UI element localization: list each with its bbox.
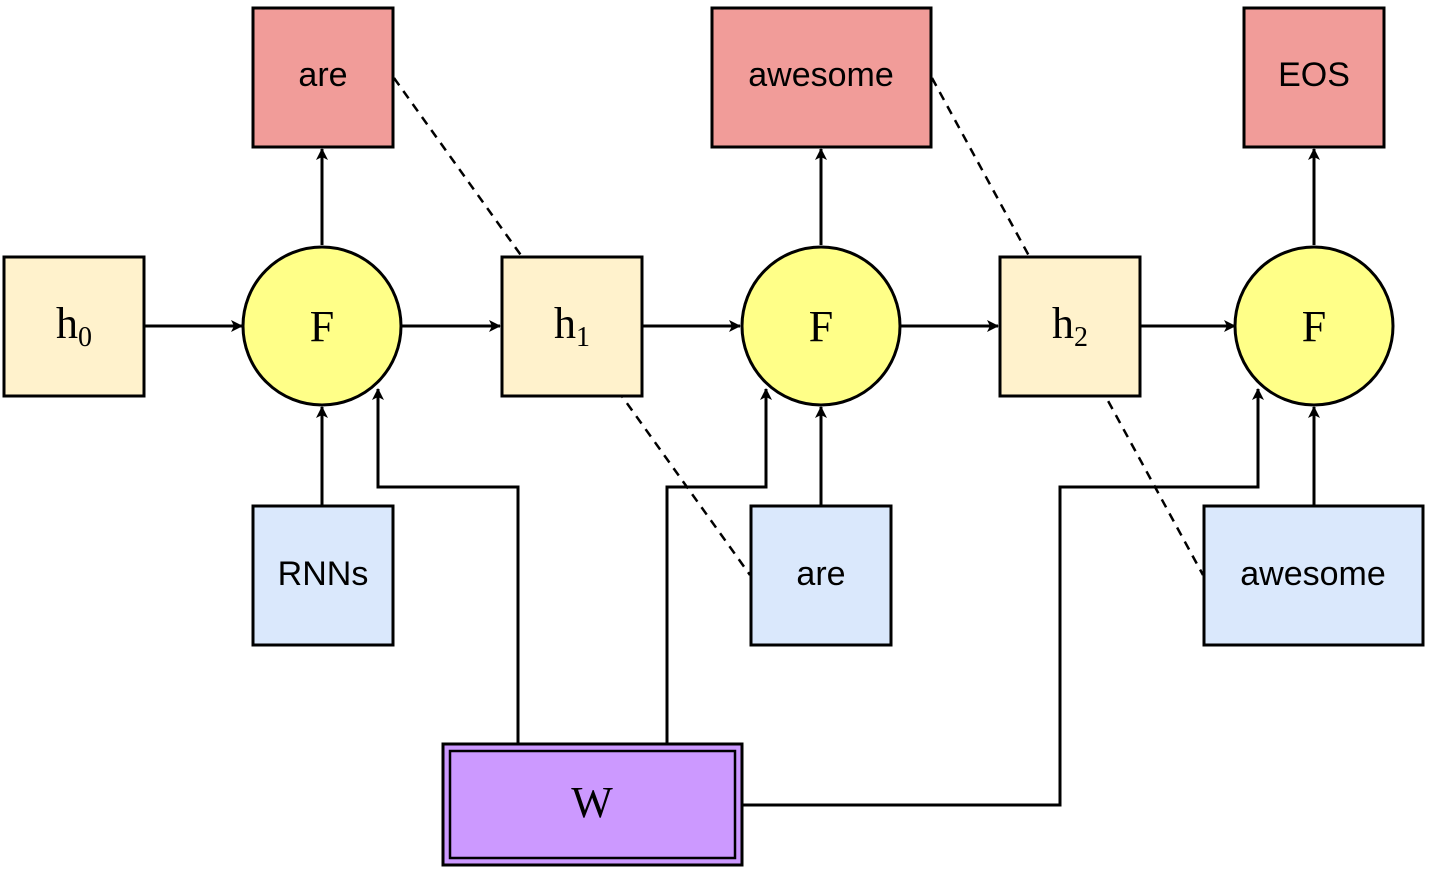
hidden-state-box: h2 (998, 255, 1142, 398)
hidden-state-base: h (56, 299, 78, 348)
output-row: are awesome EOS (251, 6, 1386, 149)
hidden-state-row: h0 h1 h2 (2, 255, 1142, 398)
edge-w-to-cell1 (372, 388, 520, 743)
hidden-state-box: h1 (500, 255, 644, 398)
hidden-state-subscript: 1 (576, 322, 590, 353)
input-box: are (749, 504, 893, 647)
input-label: awesome (1240, 555, 1386, 593)
input-box: RNNs (251, 504, 395, 647)
svg-text:h0: h0 (56, 299, 92, 353)
hidden-state-subscript: 2 (1074, 322, 1088, 353)
output-box: are (251, 6, 395, 149)
weight-box: W (441, 742, 744, 867)
dashed-link-output2-to-input3 (930, 77, 1205, 576)
svg-text:h2: h2 (1052, 299, 1088, 353)
output-box: EOS (1242, 6, 1386, 149)
output-label: awesome (748, 56, 894, 94)
input-box: awesome (1202, 504, 1425, 647)
cell-node: F (241, 245, 403, 407)
edge-w-to-cell2 (665, 388, 772, 743)
input-label: are (796, 555, 845, 593)
cell-label: F (310, 302, 334, 351)
cell-label: F (1302, 302, 1326, 351)
output-box: awesome (710, 6, 933, 149)
output-label: are (298, 56, 347, 94)
hidden-state-base: h (554, 299, 576, 348)
hidden-state-subscript: 0 (78, 322, 92, 353)
cell-node: F (1233, 245, 1395, 407)
output-label: EOS (1278, 56, 1350, 94)
cell-label: F (809, 302, 833, 351)
cell-row: F F F (241, 245, 1395, 407)
input-label: RNNs (278, 555, 369, 593)
input-row: RNNs are awesome (251, 504, 1425, 647)
hidden-state-box: h0 (2, 255, 146, 398)
cell-node: F (740, 245, 902, 407)
edge-w-to-cell3 (742, 388, 1264, 807)
edges (144, 77, 1320, 807)
svg-text:h1: h1 (554, 299, 590, 353)
hidden-state-base: h (1052, 299, 1074, 348)
weight-label: W (571, 778, 613, 827)
